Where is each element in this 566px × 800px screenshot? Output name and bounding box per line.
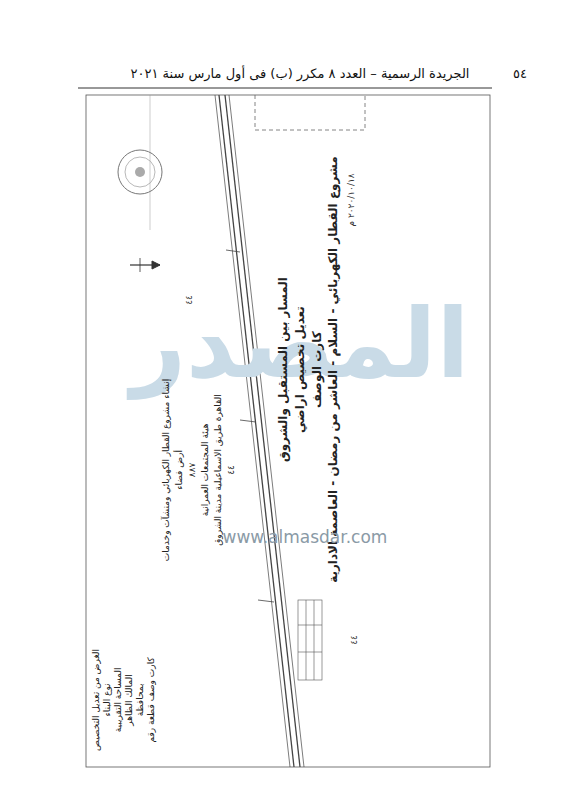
field-value: ٤٤: [227, 465, 237, 475]
card-title: كارت الوصف: [310, 332, 323, 409]
rail-line: [229, 95, 304, 767]
railway-lines: [215, 95, 304, 767]
route-name: المسار بين المستقبل والشروق: [276, 278, 289, 463]
map-title: مشروع القطار الكهربائي - السلام - العاشر…: [326, 157, 339, 584]
header-rule: [78, 88, 492, 89]
date-note: ٢٠٢٠/١٠/١٨ م: [347, 173, 357, 226]
map-line: [150, 95, 151, 230]
plot-number: ٤٤: [350, 635, 360, 645]
field-value: أرض فضاء: [175, 450, 185, 490]
field-value: إنشاء مشروع القطار الكهربائي ومنشآت وخدم…: [162, 379, 172, 562]
running-header: الجريدة الرسمية – العدد ٨ مكرر (ب) فى أو…: [130, 67, 469, 81]
coordinates-table: [298, 600, 322, 680]
plot-boundary: [255, 95, 365, 130]
rail-line: [225, 95, 300, 767]
north-arrow: [130, 258, 160, 272]
field-name: كارت وصف قطعة رقم: [147, 657, 157, 742]
field-value: القاهرة طريق الاسماعيلية مدينة الشروق: [214, 394, 224, 545]
field-name: الغرض من تعديل التخصيص: [92, 649, 102, 751]
watermark-url: www.almasdar.com: [223, 528, 388, 547]
plot-number: ٤٤: [185, 295, 195, 305]
page-number: ٥٤: [513, 67, 527, 81]
field-name: بمحافظة: [136, 684, 146, 717]
field-value: هيئة المجتمعات العمرانية: [201, 424, 211, 517]
rail-line: [215, 95, 290, 767]
map-frame: [86, 95, 490, 767]
field-name: المساحة التقريبية: [114, 668, 124, 733]
field-name: نوع البناء: [103, 683, 113, 716]
stamp: [118, 150, 162, 194]
rail-line: [219, 95, 294, 767]
field-value: ٨٨٧: [188, 463, 198, 478]
card-subtitle: تعديل تخصيص اراضي: [293, 307, 306, 434]
field-name: المالك الظاهر: [125, 674, 135, 725]
